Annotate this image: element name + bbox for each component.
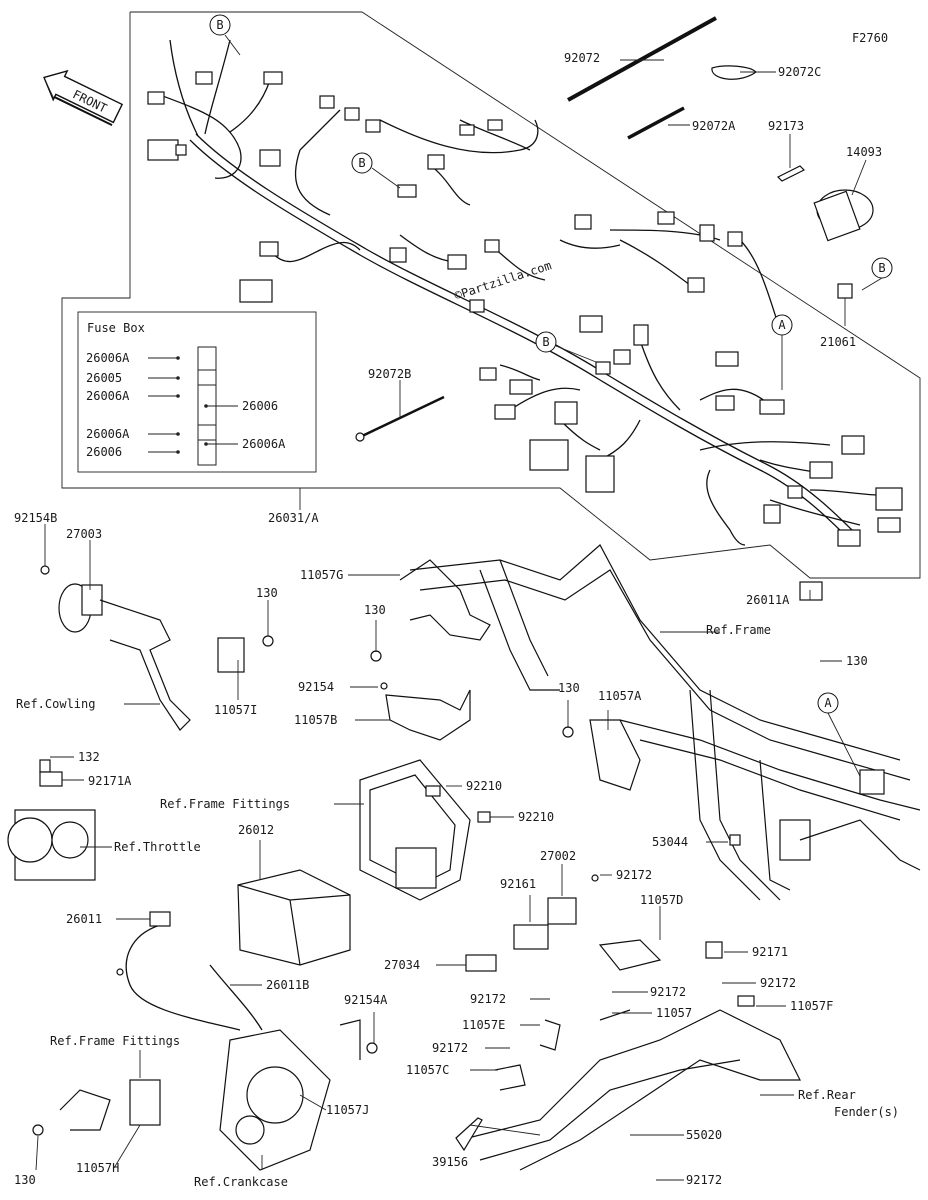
diagram-code: F2760 xyxy=(852,31,888,45)
callout-labels: F2760 FRONT ©Partzilla.com Fuse Box 2600… xyxy=(14,31,899,1189)
label-92210-2: 92210 xyxy=(518,810,554,824)
label-11057g: 11057G xyxy=(300,568,343,582)
label-26011a: 26011A xyxy=(746,593,790,607)
ref-marker-b-2: B xyxy=(358,156,365,170)
label-ref-throttle: Ref.Throttle xyxy=(114,840,201,854)
label-92172-3: 92172 xyxy=(470,992,506,1006)
label-130-1: 130 xyxy=(256,586,278,600)
label-92072b: 92072B xyxy=(368,367,411,381)
label-55020: 55020 xyxy=(686,1128,722,1142)
label-92161: 92161 xyxy=(500,877,536,891)
label-92172-2: 92172 xyxy=(760,976,796,990)
label-27002: 27002 xyxy=(540,849,576,863)
leader-lines xyxy=(35,59,867,1181)
fuse-left-4: 26006A xyxy=(86,427,130,441)
label-92154b: 92154B xyxy=(14,511,57,525)
label-130-4: 130 xyxy=(558,681,580,695)
label-11057h: 11057H xyxy=(76,1161,119,1175)
label-11057a: 11057A xyxy=(598,689,642,703)
label-27034: 27034 xyxy=(384,958,420,972)
fuse-left-3: 26006A xyxy=(86,389,130,403)
ref-marker-a-2: A xyxy=(824,696,832,710)
label-ref-crankcase: Ref.Crankcase xyxy=(194,1175,288,1189)
label-ref-frame-fittings-1: Ref.Frame Fittings xyxy=(160,797,290,811)
label-11057c: 11057C xyxy=(406,1063,449,1077)
label-ref-rear-2: Fender(s) xyxy=(834,1105,899,1119)
label-92172-6: 92172 xyxy=(686,1173,722,1187)
label-132: 132 xyxy=(78,750,100,764)
label-26012: 26012 xyxy=(238,823,274,837)
label-27003: 27003 xyxy=(66,527,102,541)
fuse-right-1: 26006 xyxy=(242,399,278,413)
label-92072: 92072 xyxy=(564,51,600,65)
label-ref-rear-1: Ref.Rear xyxy=(798,1088,856,1102)
fuse-right-2: 26006A xyxy=(242,437,286,451)
loose-parts xyxy=(355,16,874,442)
label-92172-5: 92172 xyxy=(432,1041,468,1055)
ref-marker-b-1: B xyxy=(216,18,223,32)
fuse-left-2: 26005 xyxy=(86,371,122,385)
label-92154: 92154 xyxy=(298,680,334,694)
label-39156: 39156 xyxy=(432,1155,468,1169)
harness-connectors xyxy=(147,71,903,601)
label-ref-frame-fittings-2: Ref.Frame Fittings xyxy=(50,1034,180,1048)
label-92210-1: 92210 xyxy=(466,779,502,793)
label-92173: 92173 xyxy=(768,119,804,133)
label-14093: 14093 xyxy=(846,145,882,159)
label-92172-1: 92172 xyxy=(616,868,652,882)
label-92171: 92171 xyxy=(752,945,788,959)
label-130-2: 130 xyxy=(364,603,386,617)
fuse-left-1: 26006A xyxy=(86,351,130,365)
label-11057d: 11057D xyxy=(640,893,683,907)
ref-marker-a-1: A xyxy=(778,318,786,332)
label-11057: 11057 xyxy=(656,1006,692,1020)
label-53044: 53044 xyxy=(652,835,688,849)
ref-marker-b-3: B xyxy=(542,335,549,349)
label-11057i: 11057I xyxy=(214,703,257,717)
label-11057f: 11057F xyxy=(790,999,833,1013)
label-11057e: 11057E xyxy=(462,1018,505,1032)
label-26011b: 26011B xyxy=(266,978,309,992)
watermark: ©Partzilla.com xyxy=(453,258,554,303)
label-21061: 21061 xyxy=(820,335,856,349)
ref-markers: B B B B A A xyxy=(209,14,893,781)
label-92072c: 92072C xyxy=(778,65,821,79)
fuse-box-inset xyxy=(77,311,317,473)
label-11057b: 11057B xyxy=(294,713,337,727)
fuse-box-title: Fuse Box xyxy=(87,321,145,335)
label-ref-cowling: Ref.Cowling xyxy=(16,697,95,711)
front-arrow-icon xyxy=(43,69,124,126)
label-11057j: 11057J xyxy=(326,1103,369,1117)
label-ref-frame: Ref.Frame xyxy=(706,623,771,637)
label-92171a: 92171A xyxy=(88,774,132,788)
label-92172-4: 92172 xyxy=(650,985,686,999)
label-26011: 26011 xyxy=(66,912,102,926)
component-drawings xyxy=(7,559,801,1171)
label-130-3: 130 xyxy=(846,654,868,668)
label-26031: 26031/A xyxy=(268,511,319,525)
label-92154a: 92154A xyxy=(344,993,388,1007)
label-130-5: 130 xyxy=(14,1173,36,1187)
fuse-left-5: 26006 xyxy=(86,445,122,459)
ref-marker-b-4: B xyxy=(878,261,885,275)
label-92072a: 92072A xyxy=(692,119,736,133)
harness-outline xyxy=(61,11,921,579)
